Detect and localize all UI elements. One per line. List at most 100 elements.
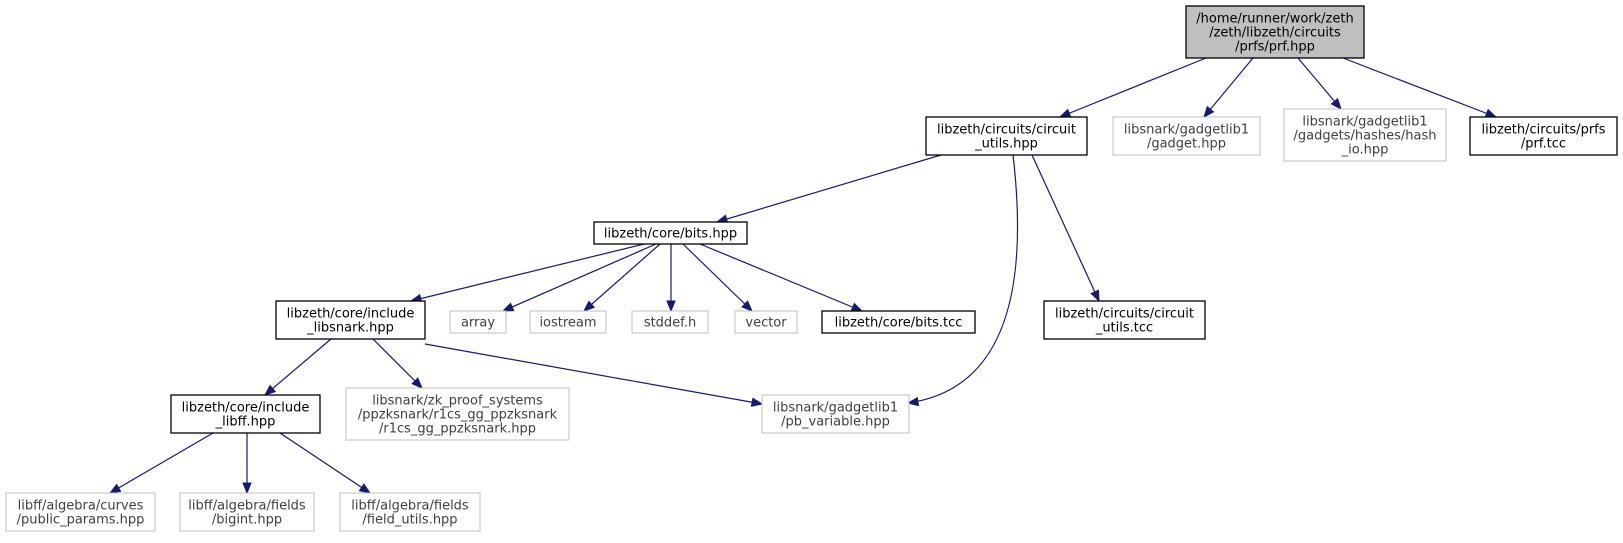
node-circuit-utils-tcc[interactable]: libzeth/circuits/circuit_utils.tcc bbox=[1043, 300, 1206, 340]
arrow-head bbox=[501, 302, 515, 312]
node-label-line: libzeth/core/bits.tcc bbox=[835, 316, 963, 331]
node-label-line: libff/algebra/fields bbox=[188, 499, 306, 514]
node-box bbox=[925, 116, 1088, 156]
node-array: array bbox=[449, 310, 507, 334]
edge-line bbox=[279, 432, 371, 494]
node-label-line: _io.hpp bbox=[1341, 143, 1389, 158]
node-box bbox=[275, 300, 426, 340]
node-field-utils: libff/algebra/fields/field_utils.hpp bbox=[339, 492, 481, 532]
arrow-head bbox=[1484, 108, 1498, 118]
node-label-line: /home/runner/work/zeth bbox=[1196, 12, 1353, 27]
node-label-line: stddef.h bbox=[644, 316, 696, 331]
node-gadget-hpp: libsnark/gadgetlib1/gadget.hpp bbox=[1112, 116, 1261, 156]
arrow-head bbox=[411, 377, 423, 389]
node-box bbox=[593, 221, 748, 245]
nodes-layer: /home/runner/work/zeth/zeth/libzeth/circ… bbox=[5, 5, 1618, 532]
node-box bbox=[5, 492, 156, 532]
edge-include_libff-to-public_params bbox=[108, 432, 214, 494]
edge-circuit_utils_hpp-to-pb_variable bbox=[906, 154, 1019, 407]
node-box bbox=[339, 492, 481, 532]
edge-root-to-circuit_utils_hpp bbox=[1058, 57, 1207, 118]
arrow-head bbox=[1090, 289, 1100, 303]
node-label-line: _libsnark.hpp bbox=[306, 321, 394, 336]
node-box bbox=[1469, 116, 1618, 156]
node-box bbox=[761, 394, 910, 434]
arrow-head bbox=[108, 483, 122, 494]
edge-bits_hpp-to-include_libsnark bbox=[409, 243, 645, 304]
edge-bits_hpp-to-vector bbox=[682, 243, 753, 312]
edge-line bbox=[1059, 57, 1207, 118]
node-label-line: libzeth/core/include bbox=[182, 401, 310, 416]
node-bits-hpp[interactable]: libzeth/core/bits.hpp bbox=[593, 221, 748, 245]
node-bits-tcc[interactable]: libzeth/core/bits.tcc bbox=[821, 310, 976, 334]
node-label-line: iostream bbox=[539, 316, 596, 331]
node-label-line: _libff.hpp bbox=[215, 415, 276, 430]
node-label-line: /prfs/prf.hpp bbox=[1235, 40, 1315, 55]
edge-bits_hpp-to-iostream bbox=[582, 243, 661, 312]
edge-line bbox=[502, 243, 657, 312]
arrow-head bbox=[242, 482, 252, 495]
arrow-head bbox=[666, 300, 676, 313]
arrow-head bbox=[263, 384, 277, 396]
edge-line bbox=[372, 338, 423, 389]
node-box bbox=[529, 310, 607, 334]
node-box bbox=[345, 387, 570, 441]
node-label-line: /r1cs_gg_ppzksnark.hpp bbox=[379, 422, 536, 437]
node-label-line: /zeth/libzeth/circuits bbox=[1209, 26, 1341, 41]
node-label-line: /prf.tcc bbox=[1521, 137, 1566, 152]
edge-line bbox=[1031, 154, 1100, 302]
edge-line bbox=[1203, 57, 1254, 118]
node-label-line: /public_params.hpp bbox=[17, 513, 145, 528]
node-box bbox=[1185, 5, 1365, 59]
arrow-head bbox=[1330, 97, 1342, 111]
arrow-head bbox=[906, 396, 920, 407]
node-bigint: libff/algebra/fields/bigint.hpp bbox=[179, 492, 315, 532]
arrow-head bbox=[582, 300, 596, 312]
edge-bits_hpp-to-bits_tcc bbox=[699, 243, 864, 312]
node-label-line: libzeth/core/include bbox=[287, 307, 415, 322]
arrow-head bbox=[358, 483, 372, 494]
node-box bbox=[170, 394, 321, 434]
node-label-line: libsnark/gadgetlib1 bbox=[1302, 115, 1427, 130]
edge-line bbox=[410, 243, 645, 302]
node-label-line: _utils.tcc bbox=[1095, 321, 1153, 336]
node-vector: vector bbox=[734, 310, 798, 334]
edge-line bbox=[907, 154, 1019, 404]
arrow-head bbox=[1203, 105, 1215, 119]
edge-line bbox=[699, 243, 863, 312]
node-label-line: /field_utils.hpp bbox=[362, 513, 457, 528]
node-box bbox=[631, 310, 709, 334]
node-box bbox=[1112, 116, 1261, 156]
edge-circuit_utils_hpp-to-bits_hpp bbox=[715, 154, 942, 224]
node-include-libsnark[interactable]: libzeth/core/include_libsnark.hpp bbox=[275, 300, 426, 340]
edge-line bbox=[264, 338, 332, 396]
arrow-head bbox=[750, 397, 764, 407]
edge-line bbox=[583, 243, 661, 312]
node-label-line: libff/algebra/fields bbox=[351, 499, 469, 514]
node-include-libff[interactable]: libzeth/core/include_libff.hpp bbox=[170, 394, 321, 434]
node-box bbox=[734, 310, 798, 334]
node-box bbox=[449, 310, 507, 334]
node-pb-variable: libsnark/gadgetlib1/pb_variable.hpp bbox=[761, 394, 910, 434]
edge-root-to-hash_io_hpp bbox=[1297, 57, 1342, 111]
arrow-head bbox=[741, 300, 753, 312]
node-label-line: /gadgets/hashes/hash bbox=[1294, 129, 1437, 144]
arrow-head bbox=[850, 302, 864, 312]
node-prf-tcc[interactable]: libzeth/circuits/prfs/prf.tcc bbox=[1469, 116, 1618, 156]
edge-bits_hpp-to-array bbox=[501, 243, 657, 312]
node-circuit-utils-hpp[interactable]: libzeth/circuits/circuit_utils.hpp bbox=[925, 116, 1088, 156]
edge-circuit_utils_hpp-to-circuit_utils_tcc bbox=[1031, 154, 1100, 303]
edges-layer bbox=[108, 57, 1498, 495]
edge-line bbox=[109, 432, 214, 494]
node-root[interactable]: /home/runner/work/zeth/zeth/libzeth/circ… bbox=[1185, 5, 1365, 59]
node-label-line: libsnark/gadgetlib1 bbox=[773, 401, 898, 416]
node-label-line: libzeth/circuits/circuit bbox=[937, 123, 1076, 138]
edge-line bbox=[1342, 57, 1497, 118]
node-label-line: libsnark/zk_proof_systems bbox=[372, 394, 543, 409]
node-label-line: libzeth/core/bits.hpp bbox=[604, 227, 737, 242]
node-box bbox=[179, 492, 315, 532]
node-iostream: iostream bbox=[529, 310, 607, 334]
node-box bbox=[1043, 300, 1206, 340]
edge-root-to-prf_tcc bbox=[1342, 57, 1498, 118]
